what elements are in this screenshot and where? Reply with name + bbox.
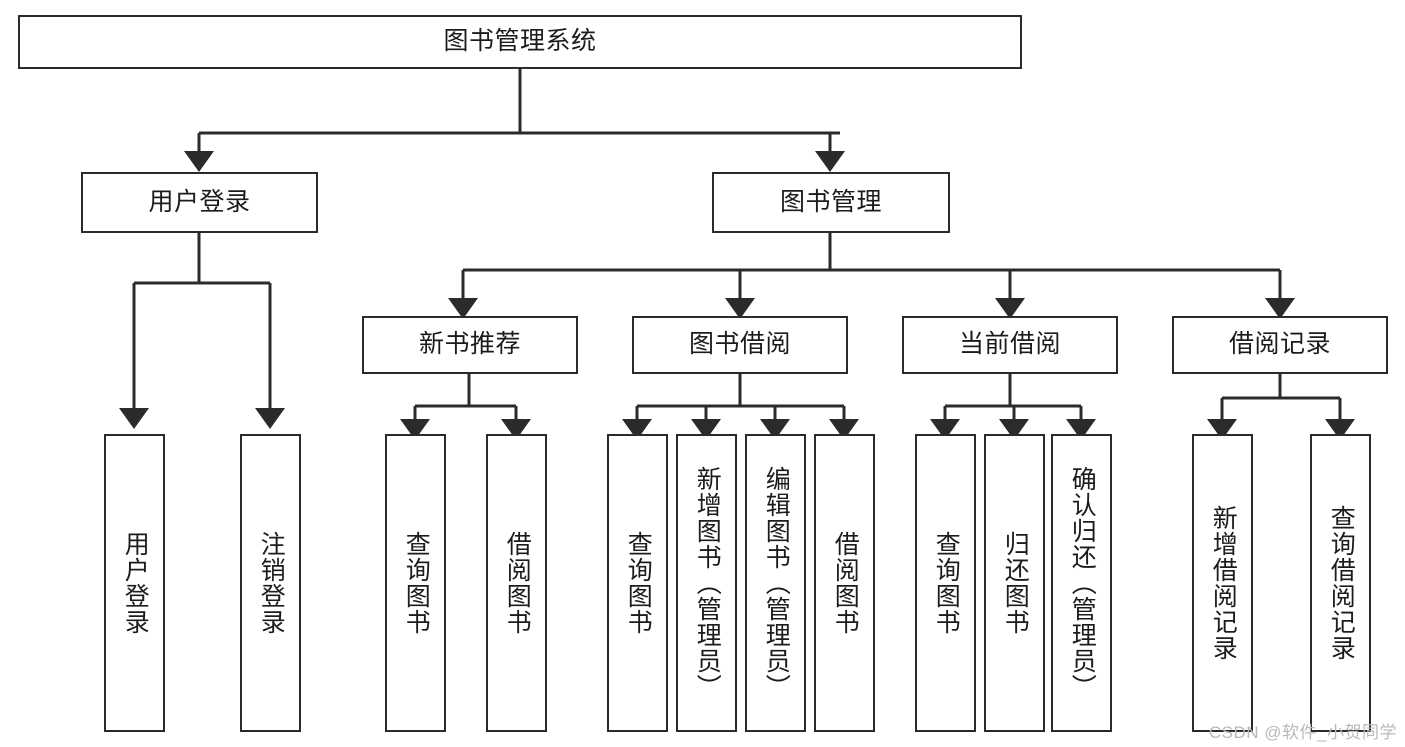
leaf-currentborrow-return-book[interactable]: 归还图书 <box>984 434 1045 732</box>
node-label: 查询图书 <box>624 531 653 635</box>
node-user-login[interactable]: 用户登录 <box>81 172 318 233</box>
node-label: 注销登录 <box>257 531 286 635</box>
leaf-borrowrecord-add-record[interactable]: 新增借阅记录 <box>1192 434 1253 732</box>
leaf-bookborrow-add-book-admin[interactable]: 新增图书（管理员） <box>676 434 737 732</box>
node-new-book-recommend[interactable]: 新书推荐 <box>362 316 578 374</box>
node-borrow-record[interactable]: 借阅记录 <box>1172 316 1388 374</box>
node-label: 用户登录 <box>121 531 150 635</box>
leaf-bookborrow-edit-book-admin[interactable]: 编辑图书（管理员） <box>745 434 806 732</box>
node-label: 查询图书 <box>932 531 961 635</box>
csdn-watermark: CSDN @软件_小贺同学 <box>1208 723 1397 742</box>
leaf-currentborrow-confirm-return-admin[interactable]: 确认归还（管理员） <box>1051 434 1112 732</box>
node-label: 用户登录 <box>148 187 251 216</box>
node-label: 新书推荐 <box>418 330 521 359</box>
leaf-bookborrow-borrow-book[interactable]: 借阅图书 <box>814 434 875 732</box>
node-label: 查询图书 <box>402 531 431 635</box>
leaf-user-login-login[interactable]: 用户登录 <box>104 434 165 732</box>
node-label: 查询借阅记录 <box>1327 505 1356 661</box>
node-root-book-management-system[interactable]: 图书管理系统 <box>18 15 1022 69</box>
leaf-newbook-borrow-book[interactable]: 借阅图书 <box>486 434 547 732</box>
node-label: 新增借阅记录 <box>1209 505 1238 661</box>
leaf-currentborrow-query-book[interactable]: 查询图书 <box>915 434 976 732</box>
node-label: 确认归还（管理员） <box>1068 466 1097 700</box>
node-label: 借阅图书 <box>503 531 532 635</box>
node-label: 归还图书 <box>1001 531 1030 635</box>
node-label: 当前借阅 <box>958 330 1061 359</box>
leaf-borrowrecord-query-record[interactable]: 查询借阅记录 <box>1310 434 1371 732</box>
leaf-user-login-logout[interactable]: 注销登录 <box>240 434 301 732</box>
node-label: 图书管理 <box>779 187 882 216</box>
node-label: 图书管理系统 <box>443 27 597 56</box>
leaf-newbook-query-book[interactable]: 查询图书 <box>385 434 446 732</box>
node-book-borrow[interactable]: 图书借阅 <box>632 316 848 374</box>
node-label: 编辑图书（管理员） <box>762 466 791 700</box>
node-book-management[interactable]: 图书管理 <box>712 172 950 233</box>
node-label: 新增图书（管理员） <box>693 466 722 700</box>
node-current-borrow[interactable]: 当前借阅 <box>902 316 1118 374</box>
node-label: 借阅记录 <box>1228 330 1331 359</box>
leaf-bookborrow-query-book[interactable]: 查询图书 <box>607 434 668 732</box>
node-label: 图书借阅 <box>688 330 791 359</box>
node-label: 借阅图书 <box>831 531 860 635</box>
